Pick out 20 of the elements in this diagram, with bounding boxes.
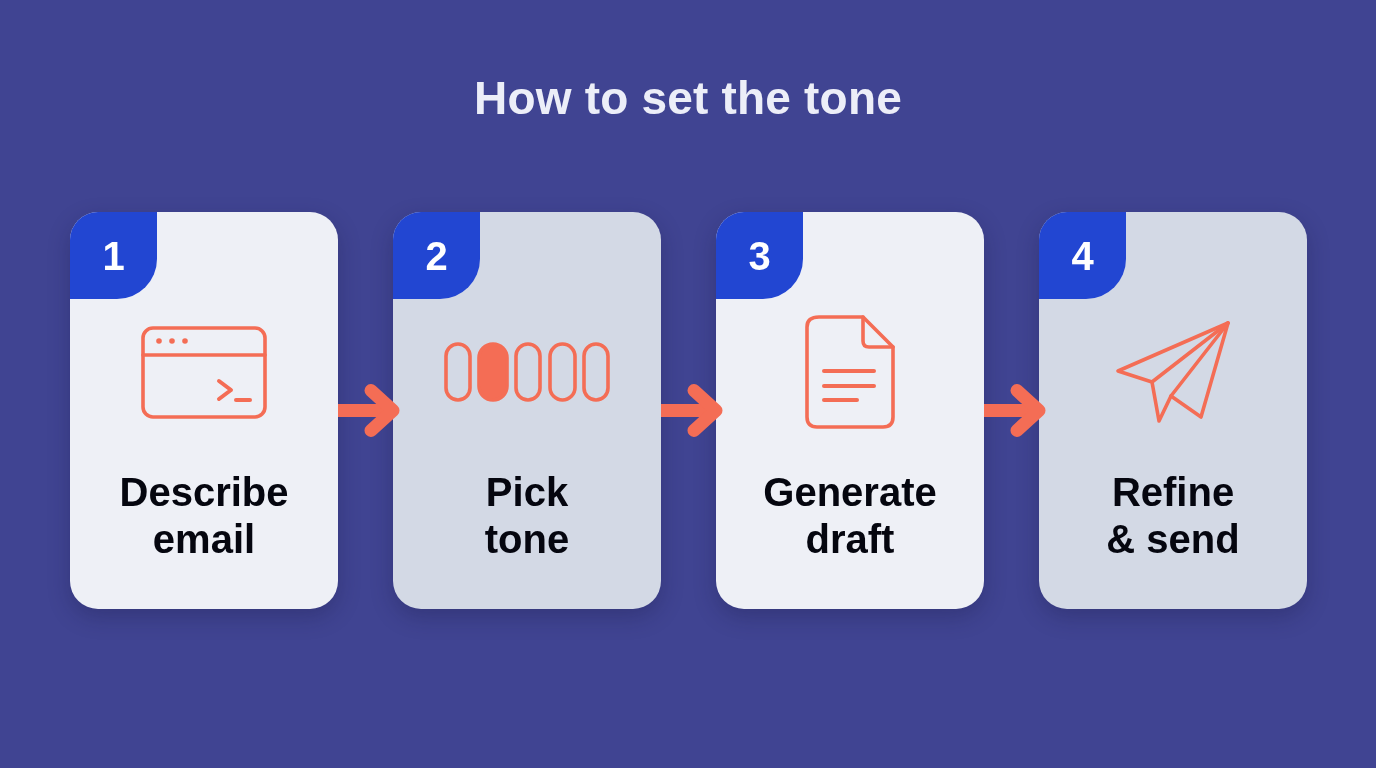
number-badge [716,212,803,299]
step-label: Generate draft [762,469,938,563]
arrow [984,384,1046,437]
step-number: 3 [748,235,771,276]
step-card [716,212,984,609]
step-number: 1 [102,235,125,276]
arrow [661,384,723,437]
number-badge [393,212,480,299]
step-number: 4 [1071,235,1094,276]
number-badge [1039,212,1126,299]
step-label: Refine & send [1105,469,1241,563]
diagram-title: How to set the tone [474,71,902,126]
step-label: Describe email [118,469,290,563]
step-card [393,212,661,609]
step-card [1039,212,1307,609]
number-badge [70,212,157,299]
arrow [338,384,400,437]
step-card [70,212,338,609]
step-number: 2 [425,235,448,276]
step-label: Pick tone [483,469,571,563]
